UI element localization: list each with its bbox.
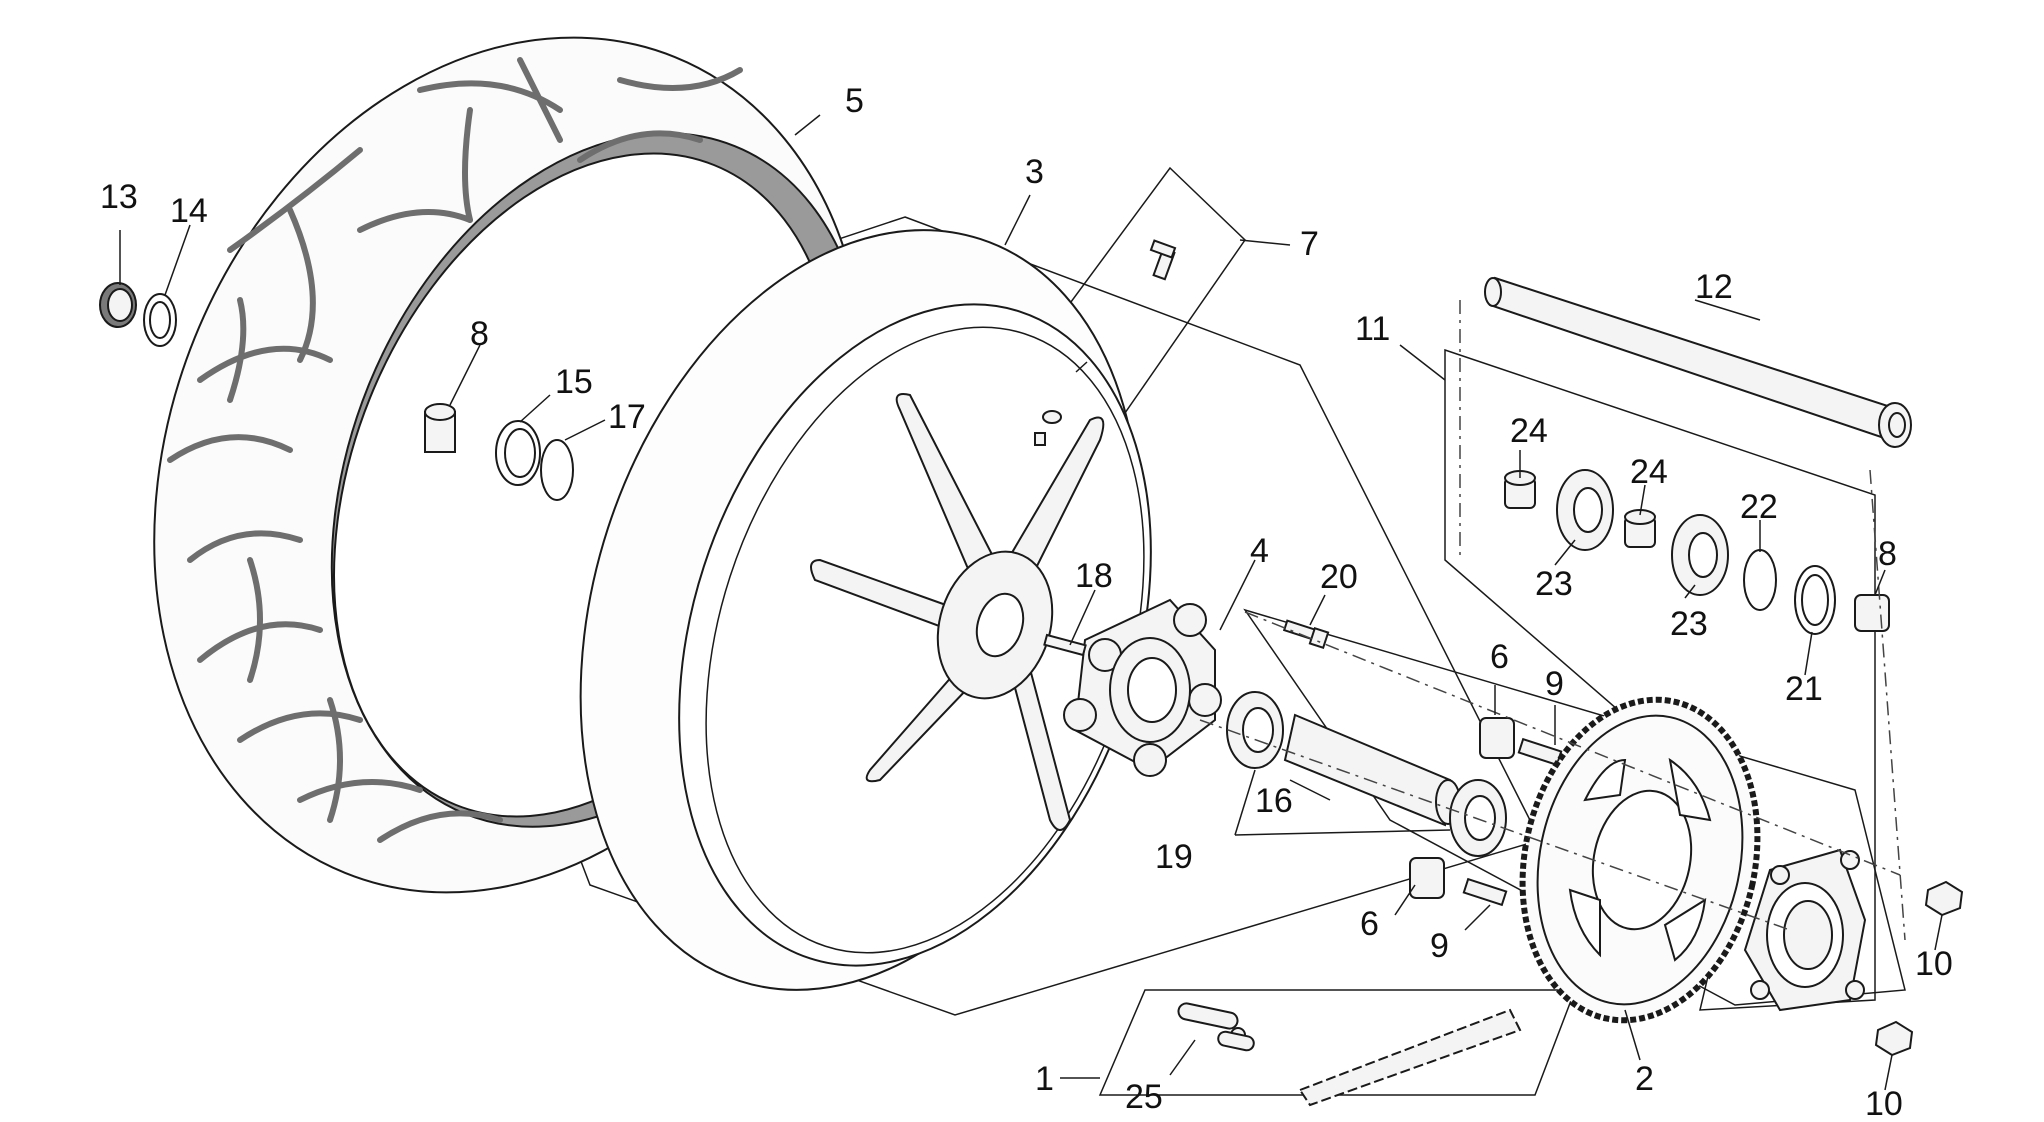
label-14: 14 [170,192,208,230]
label-18: 18 [1075,557,1113,595]
label-3: 3 [1025,153,1044,191]
wheel-rim [579,229,1152,991]
spacers-and-studs [1409,717,1563,907]
label-21: 21 [1785,670,1823,708]
label-9-top: 9 [1545,665,1564,703]
sprocket [1519,696,1761,1024]
label-23-left: 23 [1535,565,1573,603]
label-2: 2 [1635,1060,1654,1098]
callout-labels: 13 14 5 3 7 8 15 17 18 4 20 11 12 24 24 … [100,82,1953,1122]
label-7: 7 [1300,225,1319,263]
label-19: 19 [1155,838,1193,876]
label-20: 20 [1320,558,1358,596]
axle-nuts [1874,880,1964,1057]
label-11: 11 [1355,310,1390,348]
label-8-left: 8 [470,315,489,353]
label-10-bottom: 10 [1865,1085,1903,1122]
label-25: 25 [1125,1078,1163,1116]
label-22: 22 [1740,488,1778,526]
sprocket-carrier [1743,848,1867,1012]
label-9-bottom: 9 [1430,927,1449,965]
label-8-right: 8 [1878,535,1897,573]
chain-kit-outline [1098,989,1577,1096]
label-6-top: 6 [1490,638,1509,676]
chain-kit [1177,1002,1522,1107]
label-16: 16 [1255,782,1293,820]
rear-axle [1484,276,1912,448]
label-17: 17 [608,398,646,436]
label-12: 12 [1695,268,1733,306]
bolt-20 [1282,619,1330,650]
label-24-left: 24 [1510,412,1548,450]
label-10-top: 10 [1915,945,1953,983]
label-1: 1 [1035,1060,1054,1098]
label-24-right: 24 [1630,453,1668,491]
hub-bearings-seals [1504,469,1890,635]
alignment-lines [1199,300,1906,941]
label-15: 15 [555,363,593,401]
left-small-parts [99,282,574,501]
hub-group-outline [1444,348,1876,1011]
leader-lines [119,114,1943,1091]
label-13: 13 [100,178,138,216]
label-6-bottom: 6 [1360,905,1379,943]
label-5: 5 [845,82,864,120]
wheel-bearings-spacer [1226,691,1507,857]
label-23-right: 23 [1670,605,1708,643]
label-4: 4 [1250,532,1269,570]
valve-parts [1034,239,1177,446]
cush-drive-hub [1043,598,1222,777]
